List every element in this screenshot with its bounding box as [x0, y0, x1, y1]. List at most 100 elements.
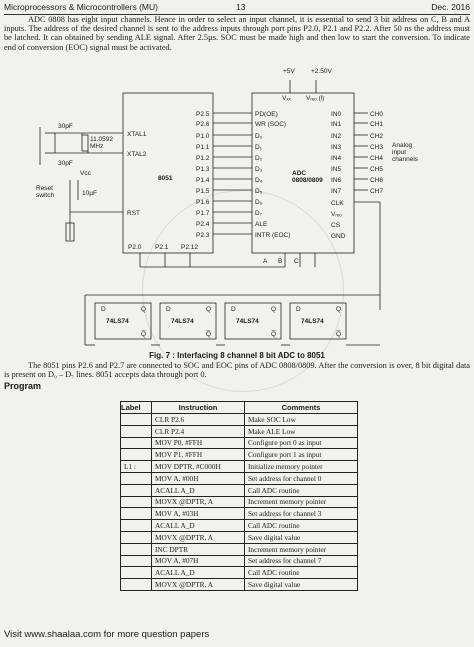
- svg-text:CH4: CH4: [370, 155, 383, 162]
- svg-text:CH7: CH7: [370, 188, 383, 195]
- cell-comment: Make ALE Low: [244, 424, 358, 438]
- svg-text:P2.6: P2.6: [196, 121, 210, 128]
- cell-comment: Initialize memory pointer: [244, 460, 358, 473]
- page-number: 13: [236, 2, 246, 12]
- svg-text:D₀: D₀: [255, 133, 263, 140]
- supply-5v: +5V: [283, 68, 295, 75]
- cell-label: [120, 542, 152, 556]
- svg-text:P1.1: P1.1: [196, 144, 210, 151]
- cell-comment: Increment memory pointer: [244, 542, 358, 556]
- svg-text:Q: Q: [141, 306, 146, 313]
- vcc-left: Vᴄᴄ: [80, 170, 92, 177]
- page-header: Microprocessors & Microcontrollers (MU) …: [4, 2, 470, 15]
- svg-text:P2.0: P2.0: [128, 244, 142, 251]
- svg-text:IN1: IN1: [331, 121, 342, 128]
- footer-link: Visit www.shaalaa.com for more question …: [4, 629, 210, 640]
- header-date: Dec. 2016: [431, 2, 470, 12]
- svg-text:P2.1: P2.1: [155, 244, 169, 251]
- svg-text:CLK: CLK: [331, 200, 344, 207]
- cell-label: [120, 483, 152, 497]
- svg-text:Q̅: Q̅: [271, 330, 276, 338]
- svg-text:D₄: D₄: [255, 177, 263, 184]
- svg-text:Q: Q: [206, 306, 211, 313]
- cell-comment: Increment memory pointer: [244, 495, 358, 509]
- addr-a: A: [263, 258, 268, 265]
- cell-comment: Configure port 0 as input: [244, 436, 358, 450]
- svg-text:Q̅: Q̅: [336, 330, 341, 338]
- cell-instruction: MOVX @DPTR, A: [151, 495, 245, 509]
- svg-text:P2.12: P2.12: [181, 244, 198, 251]
- svg-text:IN3: IN3: [331, 144, 342, 151]
- cap2-label: 30pF: [58, 160, 73, 167]
- svg-text:P1.4: P1.4: [196, 177, 210, 184]
- svg-text:IN2: IN2: [331, 133, 342, 140]
- rst-label: RST: [127, 210, 140, 217]
- svg-text:D₁: D₁: [255, 144, 263, 151]
- svg-text:WR (SOC): WR (SOC): [255, 121, 286, 128]
- col-label: Label: [120, 401, 152, 414]
- svg-text:IN0: IN0: [331, 111, 342, 118]
- svg-text:Vᵣₑₒ: Vᵣₑₒ: [331, 211, 342, 218]
- adc-vref-top: Vᵣₑₒ (l): [306, 95, 324, 102]
- cell-comment: Set address for channel 7: [244, 554, 358, 568]
- svg-text:CH1: CH1: [370, 121, 383, 128]
- interfacing-diagram: +5V +2.50V Vₓₓ Vᵣₑₒ (l) 30pF 30pF 11.059…: [36, 68, 419, 346]
- svg-text:CS: CS: [331, 222, 341, 229]
- addr-b: B: [278, 258, 282, 265]
- cell-instruction: CLR P2.4: [151, 424, 245, 438]
- cell-label: [120, 578, 152, 591]
- svg-text:D₆: D₆: [255, 199, 263, 206]
- svg-text:P1.0: P1.0: [196, 133, 210, 140]
- intro-paragraph: ADC 0808 has eight input channels. Hence…: [4, 15, 470, 52]
- cell-instruction: MOV A, #03H: [151, 507, 245, 521]
- cell-instruction: MOV DPTR, #C000H: [151, 460, 245, 473]
- figure-caption: Fig. 7 : Interfacing 8 channel 8 bit ADC…: [149, 351, 325, 360]
- cell-instruction: MOV A, #07H: [151, 554, 245, 568]
- svg-text:Q̅: Q̅: [206, 330, 211, 338]
- svg-text:P1.3: P1.3: [196, 166, 210, 173]
- svg-text:INTR (EOC): INTR (EOC): [255, 232, 290, 239]
- svg-text:P1.2: P1.2: [196, 155, 210, 162]
- cell-label: [120, 530, 152, 544]
- svg-text:D₅: D₅: [255, 188, 263, 195]
- svg-text:PD(OE): PD(OE): [255, 111, 278, 118]
- adc-vcc: Vₓₓ: [282, 95, 291, 102]
- svg-text:Q̅: Q̅: [141, 330, 146, 338]
- svg-text:D: D: [101, 306, 106, 313]
- description-paragraph: The 8051 pins P2.6 and P2.7 are connecte…: [4, 361, 470, 380]
- cell-comment: Save digital value: [244, 530, 358, 544]
- svg-text:CH6: CH6: [370, 177, 383, 184]
- addr-c: C: [294, 258, 299, 265]
- svg-text:D₇: D₇: [255, 210, 262, 217]
- cell-label: [120, 436, 152, 450]
- cell-label: [120, 471, 152, 485]
- adc-left-pins: PD(OE) WR (SOC) D₀ D₁ D₂ D₃ D₄ D₅ D₆ D₇ …: [255, 111, 290, 239]
- cell-label: [120, 554, 152, 568]
- svg-text:GND: GND: [331, 233, 346, 240]
- program-heading: Program: [4, 381, 42, 391]
- chip-8051: 8051: [158, 175, 173, 182]
- svg-text:CH0: CH0: [370, 111, 383, 118]
- svg-text:CH3: CH3: [370, 144, 383, 151]
- svg-text:P2.5: P2.5: [196, 111, 210, 118]
- cap1-label: 30pF: [58, 123, 73, 130]
- reset-cap: 10µF: [82, 190, 97, 197]
- cell-comment: Configure port 1 as input: [244, 448, 358, 462]
- cell-label: [120, 413, 152, 426]
- cell-comment: Call ADC routine: [244, 519, 358, 532]
- svg-text:IN6: IN6: [331, 177, 342, 184]
- xtal2-label: XTAL2: [127, 151, 147, 158]
